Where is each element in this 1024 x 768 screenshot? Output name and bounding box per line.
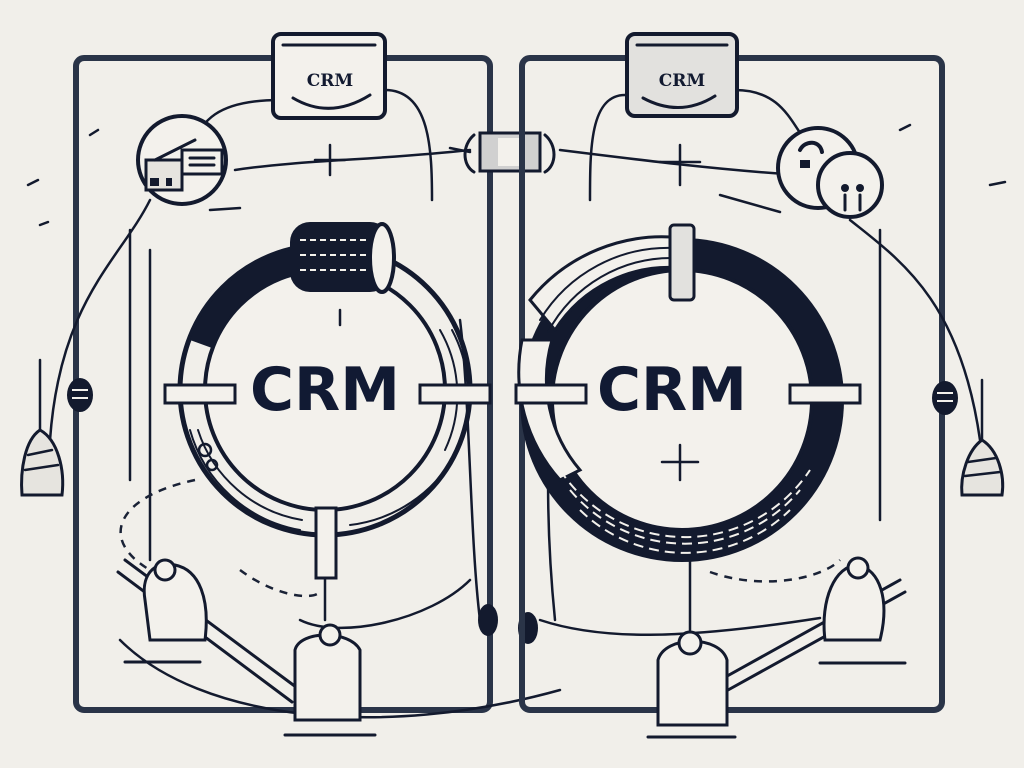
right-center-label: CRM [597, 355, 747, 425]
link-clamp-icon [448, 131, 556, 174]
building-magnifier-icon [136, 114, 228, 206]
right-figure-1 [718, 556, 907, 692]
left-crm-ring: CRM [163, 222, 492, 580]
left-panel: CRM [20, 32, 562, 737]
right-lamp-icon [960, 378, 1005, 497]
left-crm-card: CRM [271, 32, 387, 120]
left-center-label: CRM [250, 355, 400, 425]
people-group-icon [776, 126, 884, 219]
left-figure-2 [283, 623, 377, 737]
right-crm-card: CRM [625, 32, 739, 118]
left-side-clamp [67, 378, 93, 412]
left-figure-1 [116, 558, 302, 704]
right-figure-2 [646, 630, 737, 739]
right-panel: CRM [514, 32, 1007, 739]
left-card-label: CRM [307, 71, 354, 91]
left-lamp-icon [20, 358, 65, 497]
right-side-clamp [932, 381, 958, 415]
right-card-label: CRM [659, 71, 706, 91]
right-crm-ring: CRM [514, 223, 862, 562]
